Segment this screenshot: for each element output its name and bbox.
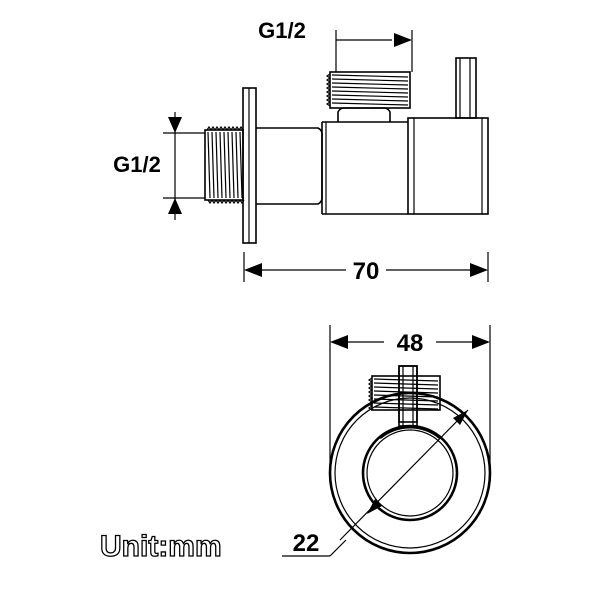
width-label: 48 (397, 330, 424, 357)
side-thread-label: G1/2 (113, 152, 161, 177)
side-view: G1/2 G1/2 70 (113, 18, 489, 285)
inlet-thread (204, 125, 245, 205)
front-view: 48 22 (282, 325, 492, 557)
top-thread-label: G1/2 (258, 18, 306, 43)
outlet-thread (325, 71, 411, 109)
length-dimension: 70 (243, 252, 489, 285)
diameter-dimension: 22 (282, 409, 469, 557)
valve-body (256, 107, 408, 215)
lever-handle (455, 57, 477, 119)
side-thread-dimension: G1/2 (113, 112, 205, 220)
unit-label: Unit:mm (100, 530, 222, 563)
outer-ring (328, 391, 492, 555)
length-label: 70 (353, 258, 380, 285)
top-thread-dimension: G1/2 (258, 18, 413, 72)
width-dimension: 48 (329, 325, 491, 470)
handle-housing (407, 117, 489, 215)
diameter-label: 22 (293, 530, 320, 557)
